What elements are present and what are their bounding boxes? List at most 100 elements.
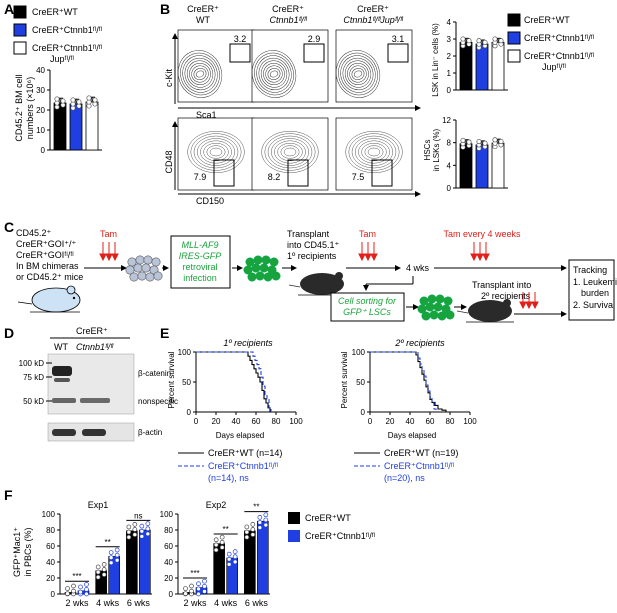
facs-contour — [254, 52, 294, 96]
f-data-point — [196, 586, 201, 592]
f-data-point — [244, 524, 250, 530]
facs-contour — [251, 50, 297, 98]
f-category-label: 2 wks — [183, 598, 207, 608]
f-sig-label: ns — [134, 511, 142, 520]
facs-contour — [358, 140, 390, 164]
c-mouse-text-3: In BM chimeras — [16, 261, 79, 271]
legend-label-wt: CreER⁺WT — [32, 7, 78, 17]
surv-y-tick-label: 100 — [178, 348, 192, 357]
data-point — [498, 38, 504, 44]
bar — [459, 42, 473, 91]
panel-label-e: E — [160, 325, 169, 341]
e2-legend-dash-2: (n=20), ns — [384, 473, 425, 483]
surv-x-tick-label: 80 — [272, 417, 281, 426]
facs-contour — [182, 55, 218, 93]
f-data-point — [244, 529, 250, 535]
b-legend-swatch-dko — [507, 49, 521, 63]
facs-contour — [364, 145, 384, 159]
f-data-point — [202, 589, 207, 594]
b-header-wt-l2: WT — [196, 15, 210, 25]
f-data-point — [126, 524, 132, 530]
facs-hsc-gate — [371, 159, 393, 187]
bar — [491, 42, 505, 91]
e1-title: 1º recipients — [223, 338, 273, 348]
panel-c: CD45.2⁺ CreER⁺GOI⁺/⁺ CreER⁺GOIᶠˡ/ᶠˡ In B… — [16, 228, 617, 323]
f-data-point — [84, 591, 89, 597]
data-point — [86, 95, 92, 101]
cell — [263, 272, 273, 282]
f-bar — [95, 570, 107, 595]
cell — [145, 272, 155, 282]
facs-bottom-frame — [177, 117, 255, 191]
band-label-actin: β-actin — [138, 428, 162, 437]
f-y-tick-label: 60 — [164, 542, 173, 551]
b-header-ko-l1: CreER⁺ — [272, 4, 304, 14]
f-legend-label-wt: CreER⁺WT — [305, 513, 351, 523]
survival-curve — [196, 351, 272, 412]
facs-contour — [270, 138, 310, 166]
e1-legend-dash-1: CreER⁺Ctnnb1ᶠˡ/ᶠˡ — [208, 461, 278, 471]
surv-x-tick-label: 0 — [368, 417, 373, 426]
bar — [85, 101, 99, 151]
lsk-ylabel: LSK in Lin⁻ cells (%) — [431, 23, 440, 97]
transplant1-text-0: Transplant — [287, 229, 330, 239]
f-category-label: 6 wks — [127, 598, 151, 608]
f-bar — [226, 557, 238, 595]
axis-sca1: Sca1 — [196, 110, 217, 120]
cell — [269, 257, 279, 267]
facs-contour — [347, 62, 369, 86]
facs-contour — [342, 57, 374, 91]
d-lane-wt: WT — [54, 342, 68, 352]
facs-contour — [258, 57, 290, 91]
cell — [271, 271, 281, 281]
sort-text-1: GFP⁺ LSCs — [343, 307, 391, 317]
f1-title: Exp1 — [88, 500, 109, 510]
f-bar — [195, 587, 208, 595]
infection-box — [170, 235, 231, 289]
facs-contour — [265, 65, 283, 83]
f-data-point — [139, 528, 145, 534]
f-data-point — [226, 556, 232, 562]
f-sig-label: ** — [253, 503, 259, 512]
facs-contour — [335, 50, 381, 98]
f-bar — [126, 530, 138, 595]
f-data-point — [145, 521, 151, 526]
facs-top-frame — [251, 29, 329, 103]
f-data-point — [139, 534, 145, 539]
facs-contour — [187, 130, 245, 174]
cell — [437, 311, 447, 321]
f-y-tick-label: 80 — [164, 526, 173, 535]
b-legend-swatch-ko — [507, 31, 521, 45]
f-data-point — [213, 547, 219, 553]
facs-contour — [345, 130, 403, 174]
e1-xlabel: Days elapsed — [216, 431, 264, 440]
cell — [435, 294, 445, 304]
c-tam-every: Tam every 4 weeks — [443, 229, 521, 239]
facs-contour — [340, 55, 376, 93]
infected-cells-cluster — [243, 255, 281, 282]
f-data-point — [202, 583, 207, 589]
tam-arrows-4 — [519, 292, 539, 310]
transplant1-text-2: 1º recipients — [287, 251, 337, 261]
marker-75: 75 kD — [23, 373, 44, 382]
bar — [475, 144, 489, 189]
facs-lsk-gate — [229, 43, 251, 63]
transplant2-text-1: 2º recipients — [481, 291, 531, 301]
surv-y-tick-label: 50 — [182, 378, 191, 387]
facs-hsc-gate — [213, 159, 235, 187]
facs-contour — [195, 70, 205, 78]
legend-label-ctnnb1: CreER⁺Ctnnb1ᶠˡ/ᶠˡ — [32, 25, 102, 35]
facs-contour — [361, 142, 387, 162]
b-header-dko-l1: CreER⁺ — [357, 4, 389, 14]
surv-x-tick-label: 20 — [212, 417, 221, 426]
y-tick-label: 3 — [447, 35, 452, 44]
y-tick-label: 12 — [442, 116, 451, 125]
facs-top-frame — [335, 29, 413, 103]
f-data-point — [263, 522, 269, 528]
hsc-ylabel-1: HSCs — [423, 140, 432, 161]
f-category-label: 6 wks — [245, 598, 269, 608]
